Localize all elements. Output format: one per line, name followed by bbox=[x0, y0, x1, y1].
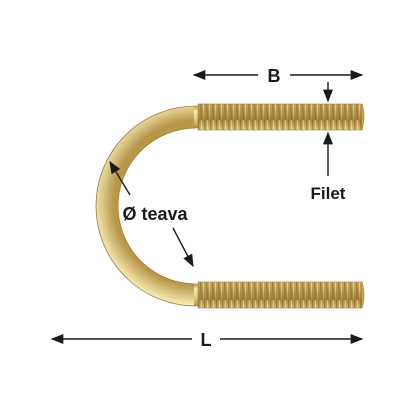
diameter-arrows bbox=[109, 160, 194, 268]
upper-leg-smooth bbox=[194, 106, 200, 128]
label-l: L bbox=[201, 330, 212, 350]
label-pipe-diameter: Ø teava bbox=[122, 204, 188, 224]
label-thread: Filet bbox=[311, 184, 346, 203]
upper-thread bbox=[197, 103, 365, 131]
lower-leg-smooth bbox=[194, 284, 200, 306]
label-b: B bbox=[268, 66, 281, 86]
lower-thread bbox=[197, 281, 365, 309]
